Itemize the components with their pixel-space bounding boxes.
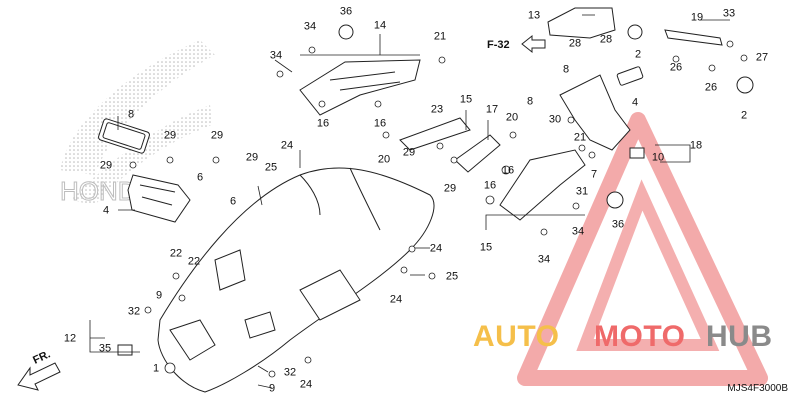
callout-35: 35 (98, 342, 112, 355)
callout-32: 32 (127, 305, 141, 318)
watermark-auto: AUTO (473, 320, 560, 353)
callout-5: 6 (196, 171, 204, 184)
callout-8: 8 (562, 63, 570, 76)
stay-part (399, 117, 471, 151)
callout-27: 27 (755, 51, 769, 64)
callout-29: 29 (99, 159, 113, 172)
callout-12: 13 (527, 9, 541, 22)
callout-22: 22 (169, 247, 183, 260)
callout-16: 16 (316, 117, 330, 130)
callout-2: 2 (634, 48, 642, 61)
callout-21: 21 (433, 30, 447, 43)
callout-14: 15 (479, 241, 493, 254)
callout-1: 1 (152, 362, 160, 375)
callout-34: 34 (303, 20, 317, 33)
callout-9: 9 (155, 289, 163, 302)
callout-28: 28 (599, 33, 613, 46)
watermark-hub: HUB (706, 320, 773, 353)
callout-16: 16 (501, 164, 515, 177)
callout-20: 20 (505, 111, 519, 124)
callout-6: 8 (127, 108, 135, 121)
callout-29: 29 (443, 182, 457, 195)
callout-3: 4 (631, 96, 639, 109)
callout-19: 19 (690, 11, 704, 24)
callout-16: 16 (483, 179, 497, 192)
callout-34: 34 (571, 225, 585, 238)
callout-9: 9 (268, 382, 276, 395)
lower-bracket-part (499, 149, 586, 221)
callout-34: 34 (269, 49, 283, 62)
license-bracket-part (559, 74, 631, 151)
section-reference-label: F-32 (487, 39, 510, 51)
callout-25: 25 (264, 161, 278, 174)
watermark-logo-mark (517, 112, 768, 386)
callout-24: 24 (429, 242, 443, 255)
callout-29: 29 (210, 129, 224, 142)
callout-7: 7 (590, 168, 598, 181)
callout-29: 29 (245, 151, 259, 164)
callout-5: 6 (229, 195, 237, 208)
tail-cover-part (547, 7, 616, 39)
leader-lines (89, 14, 730, 389)
callout-32: 32 (283, 366, 297, 379)
callout-30: 30 (548, 113, 562, 126)
callout-11: 12 (63, 332, 77, 345)
callout-4: 4 (102, 204, 110, 217)
grommet-parts (117, 24, 754, 356)
callout-17: 17 (485, 103, 499, 116)
callout-29: 29 (163, 129, 177, 142)
callout-16: 16 (373, 117, 387, 130)
callout-31: 31 (575, 185, 589, 198)
callout-13: 14 (373, 19, 387, 32)
callout-29: 29 (402, 146, 416, 159)
bolt-fasteners (129, 40, 748, 378)
callout-25: 25 (445, 270, 459, 283)
callout-24: 24 (389, 293, 403, 306)
upper-frame-bracket (299, 59, 421, 116)
section-ref-arrow (521, 34, 546, 54)
callout-20: 20 (377, 153, 391, 166)
front-direction-arrow (17, 362, 61, 391)
callout-2: 2 (740, 109, 748, 122)
callout-28: 28 (568, 37, 582, 50)
callout-34: 34 (537, 253, 551, 266)
callout-36: 36 (611, 218, 625, 231)
watermark-moto: MOTO (594, 320, 686, 353)
callout-15: 15 (459, 93, 473, 106)
callout-33: 33 (722, 7, 736, 20)
reflector-part (98, 118, 150, 154)
callout-26: 26 (704, 81, 718, 94)
callout-18: 18 (689, 139, 703, 152)
bracket-part (127, 174, 191, 223)
callout-22: 22 (187, 255, 201, 268)
callout-24: 24 (299, 378, 313, 391)
callout-24: 24 (280, 139, 294, 152)
rear-fender-part (157, 167, 435, 393)
bracket-17-part (454, 134, 501, 173)
callout-8: 8 (526, 95, 534, 108)
callout-23: 23 (430, 103, 444, 116)
diagram-code: MJS4F3000B (727, 383, 788, 394)
callout-26: 26 (669, 61, 683, 74)
grab-bar-part (664, 29, 723, 46)
callout-36: 36 (339, 5, 353, 18)
callout-10: 10 (651, 151, 665, 164)
callout-21: 21 (573, 131, 587, 144)
